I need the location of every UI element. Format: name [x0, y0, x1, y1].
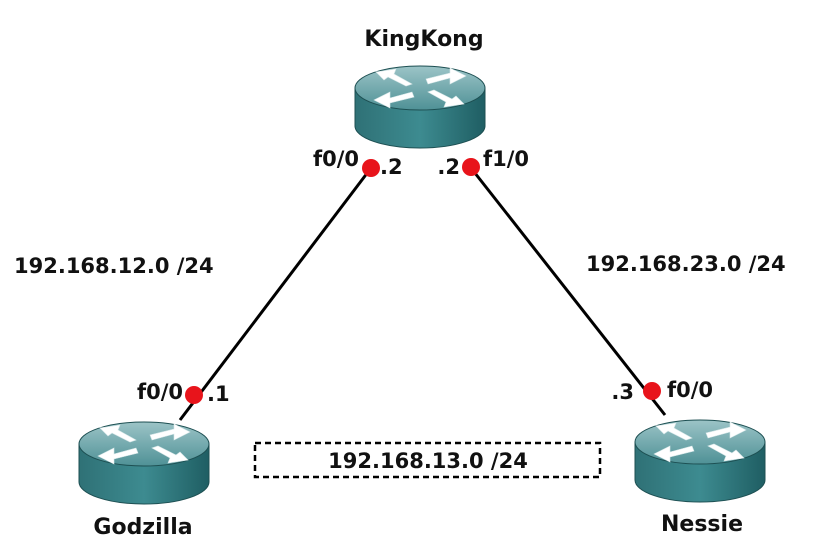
router-godzilla-icon[interactable]	[78, 421, 210, 505]
network-label-23: 192.168.23.0 /24	[586, 252, 786, 276]
interface-label-kingkong-f10: f1/0	[483, 147, 529, 171]
link-kingkong-nessie	[469, 167, 667, 416]
interface-dot-kingkong-f10	[462, 158, 480, 176]
router-kingkong-icon[interactable]	[354, 65, 486, 149]
interface-label-nessie-f00: f0/0	[667, 378, 713, 402]
interface-label-kingkong-f00: f0/0	[313, 147, 359, 171]
interface-dot-nessie-f00	[643, 382, 661, 400]
interface-dot-godzilla-f00	[185, 386, 203, 404]
router-nessie-icon[interactable]	[634, 419, 766, 503]
router-name-nessie: Nessie	[661, 512, 743, 537]
interface-label-godzilla-f00: f0/0	[137, 380, 183, 404]
router-name-godzilla: Godzilla	[93, 515, 192, 540]
link-kingkong-godzilla	[178, 167, 373, 421]
network-label-13: 192.168.13.0 /24	[328, 449, 528, 473]
host-label-kingkong-right: .2	[437, 155, 460, 179]
router-name-kingkong: KingKong	[364, 27, 483, 52]
network-label-12: 192.168.12.0 /24	[14, 254, 214, 278]
host-label-kingkong-left: .2	[380, 155, 403, 179]
interface-dot-kingkong-f00	[362, 159, 380, 177]
host-label-nessie: .3	[611, 380, 634, 404]
host-label-godzilla: .1	[207, 382, 230, 406]
network-box-13	[253, 441, 602, 479]
